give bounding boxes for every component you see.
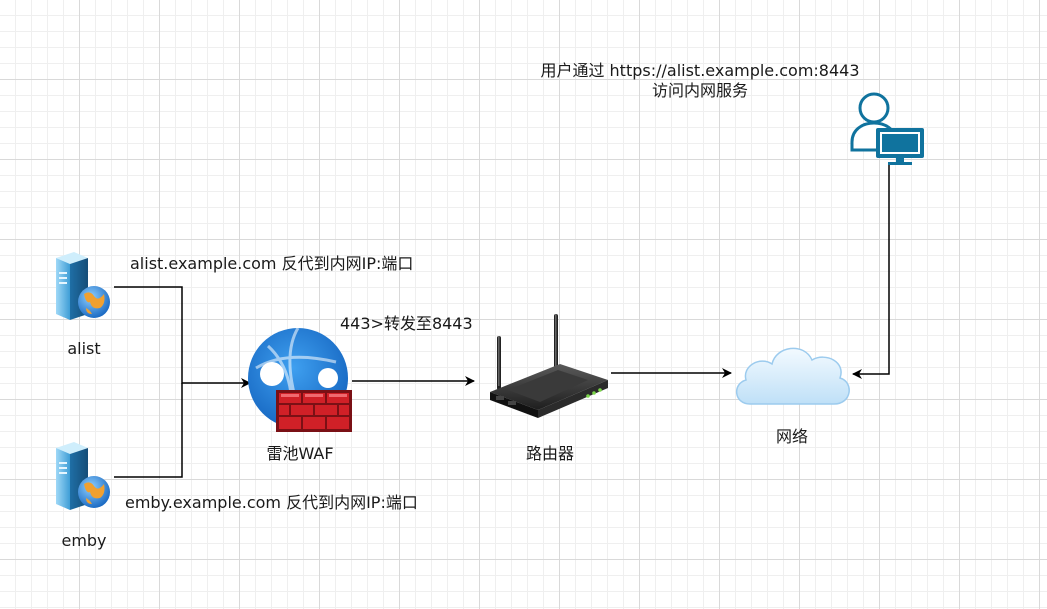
user-with-monitor-icon[interactable] [850, 90, 926, 166]
edge-emby-to-waf[interactable] [114, 383, 183, 478]
user-access-line1: 用户通过 https://alist.example.com:8443 [540, 61, 860, 80]
emby-server-icon[interactable] [52, 440, 114, 512]
wireless-router-icon[interactable] [488, 312, 612, 422]
alist-proxy-annotation: alist.example.com 反代到内网IP:端口 [130, 254, 414, 273]
alist-server-icon[interactable] [52, 250, 114, 322]
cloud-icon[interactable] [730, 338, 852, 410]
port-forward-annotation: 443>转发至8443 [340, 314, 473, 333]
waf-firewall-icon[interactable] [248, 327, 354, 434]
internet-label: 网络 [775, 427, 808, 446]
router-label: 路由器 [525, 444, 574, 463]
emby-proxy-annotation: emby.example.com 反代到内网IP:端口 [125, 493, 418, 512]
waf-label: 雷池WAF [266, 444, 334, 463]
edge-alist-to-waf[interactable] [114, 286, 251, 388]
alist-label: alist [67, 339, 101, 358]
edge-user-to-internet[interactable] [852, 164, 890, 379]
emby-label: emby [61, 531, 107, 550]
user-access-line2: 访问内网服务 [651, 81, 748, 100]
